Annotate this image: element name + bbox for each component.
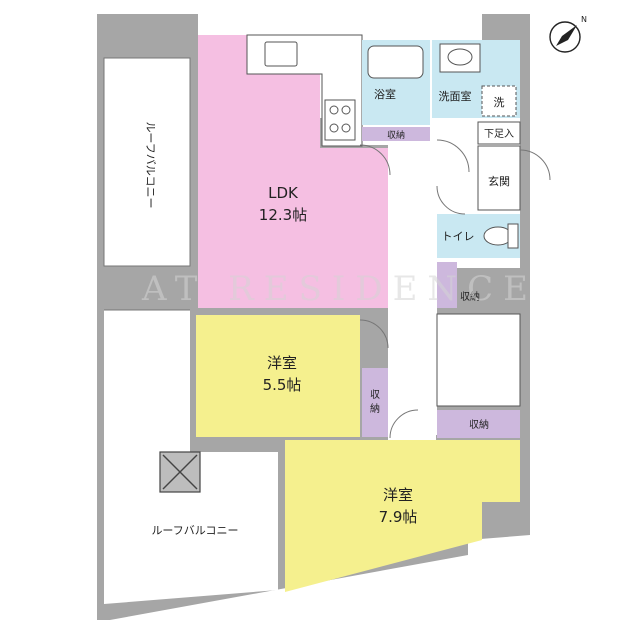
hall-corridor	[388, 140, 436, 440]
front-door-swing	[519, 149, 551, 181]
shoe-storage-label: 下足入	[484, 128, 514, 140]
side-room	[436, 313, 521, 407]
bath-side-storage-label: 収納	[387, 129, 405, 141]
burner-3	[329, 123, 339, 133]
ldk-size: 12.3帖	[259, 206, 307, 224]
upper-balcony-label: ルーフバルコニー	[144, 121, 157, 208]
washbasin	[447, 48, 473, 66]
entrance-area	[477, 145, 521, 211]
lower-balcony-label: ルーフバルコニー	[151, 524, 238, 537]
entrance-label: 玄関	[488, 174, 510, 188]
room1-door-swing	[359, 319, 389, 349]
burner-2	[341, 105, 351, 115]
burner-4	[341, 123, 351, 133]
cooktop	[324, 99, 356, 141]
room1-closet-label-a: 収	[370, 389, 380, 401]
ldk-name: LDK	[268, 184, 299, 202]
watermark: AT RESIDENCE	[141, 269, 538, 309]
compass-north-label: N	[581, 15, 587, 24]
western-room-1	[196, 315, 360, 437]
western-room-2	[285, 440, 520, 592]
kitchen-sink	[264, 41, 298, 67]
bathroom-label: 浴室	[374, 87, 396, 101]
room2-door-swing	[389, 409, 419, 439]
washroom-door-swing	[436, 139, 470, 173]
washer-label: 洗	[494, 96, 505, 109]
western-room-1-size: 5.5帖	[263, 376, 302, 394]
western-room-1-name: 洋室	[267, 354, 297, 372]
western-room-2-name: 洋室	[383, 486, 413, 504]
toilet-tank	[507, 223, 519, 249]
hall-storage	[437, 262, 457, 308]
western-room-2-size: 7.9帖	[379, 508, 418, 526]
room1-closet-label-b: 納	[370, 402, 380, 415]
room2-closet-label: 収納	[469, 418, 489, 431]
skylight-cross-b	[162, 454, 198, 490]
north-arrow-icon	[556, 25, 577, 46]
ldk-room	[198, 35, 388, 308]
burner-1	[329, 105, 339, 115]
room1-closet	[362, 368, 388, 437]
washroom-label: 洗面室	[439, 89, 472, 103]
room2-closet	[437, 410, 520, 438]
washer-space	[481, 85, 517, 117]
interior-floor	[198, 35, 520, 435]
ldk-door-swing	[359, 144, 391, 176]
bath-side-storage	[362, 127, 430, 141]
toilet-door-swing	[436, 185, 466, 215]
compass: N	[549, 15, 587, 53]
shoe-storage	[477, 121, 521, 145]
bathtub	[367, 45, 424, 79]
toilet-label: トイレ	[442, 230, 475, 243]
hall-storage-label: 収納	[460, 290, 480, 303]
